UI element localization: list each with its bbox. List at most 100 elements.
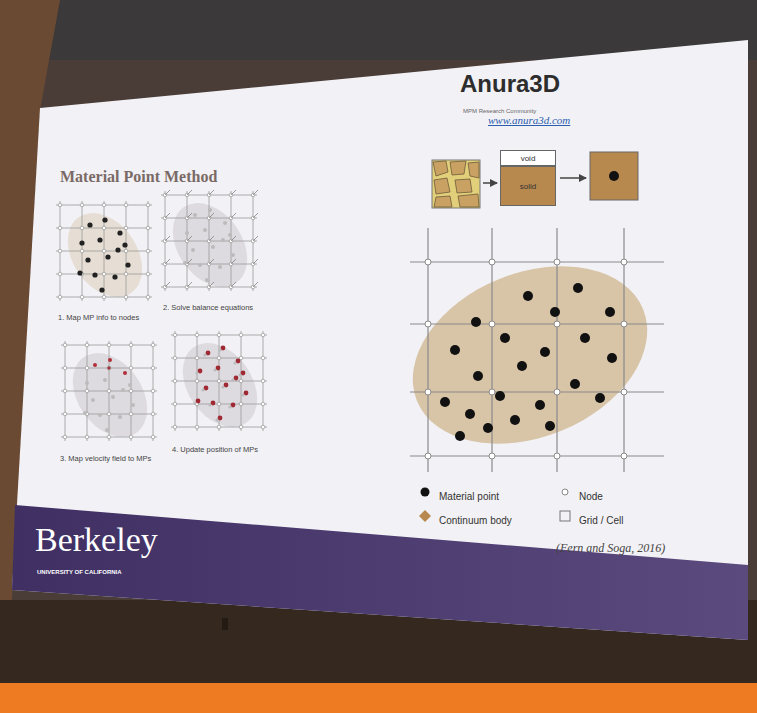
grid-node: [124, 272, 128, 276]
material-point: [545, 421, 555, 431]
node-vector: [231, 213, 236, 218]
grid-node: [151, 435, 155, 439]
material-point: [605, 307, 615, 317]
grid-node: [63, 366, 67, 370]
material-point: [465, 409, 475, 419]
grid-node: [80, 249, 84, 253]
material-point: [500, 333, 510, 343]
text-holder: Material Point Method: [60, 168, 217, 186]
node-symbol: [562, 489, 568, 495]
text-holder: Node: [579, 486, 603, 504]
material-point: [570, 379, 580, 389]
old-position: [231, 378, 234, 381]
material-point: [535, 400, 545, 410]
material-point: [573, 283, 583, 293]
material-point: [211, 245, 215, 249]
material-point: [185, 231, 189, 235]
grid-node: [554, 389, 560, 395]
grid-node: [146, 226, 150, 230]
material-point: [108, 358, 112, 362]
old-position: [215, 418, 218, 421]
grid-node: [58, 203, 62, 207]
material-point: [510, 415, 520, 425]
legend-symbol: [558, 485, 572, 499]
material-point: [221, 238, 225, 242]
legend-text: Continuum body: [439, 515, 512, 526]
grid-node: [58, 226, 62, 230]
grid-node: [195, 333, 199, 337]
grid-node: [621, 259, 627, 265]
grid-node: [80, 203, 84, 207]
node-vector: [187, 282, 192, 287]
old-position: [195, 371, 198, 374]
node-vector: [187, 236, 192, 241]
material-point: [102, 217, 107, 222]
text-holder: UNIVERSITY OF CALIFORNIA: [37, 560, 122, 578]
grid-node: [554, 259, 560, 265]
grid-node: [146, 203, 150, 207]
grid-node: [425, 321, 431, 327]
material-point: [87, 222, 92, 227]
grid-node: [63, 412, 67, 416]
grid-node: [107, 389, 111, 393]
old-position: [201, 388, 204, 391]
citation: (Fern and Soga, 2016): [556, 541, 665, 555]
old-position: [213, 368, 216, 371]
step-caption: 2. Solve balance equations: [163, 303, 253, 312]
material-point: [228, 233, 232, 237]
continuum-body: [157, 189, 262, 301]
step-caption: 1. Map MP info to nodes: [58, 313, 139, 322]
grid-node: [425, 259, 431, 265]
grain-square: [432, 160, 480, 208]
material-point: [523, 291, 533, 301]
grid-node: [217, 356, 221, 360]
material-point: [97, 237, 102, 242]
node-vector: [253, 282, 258, 287]
grid-node: [102, 249, 106, 253]
node-vector: [209, 190, 214, 195]
node-vector: [209, 236, 214, 241]
grid-node: [261, 356, 265, 360]
node-vector: [253, 213, 258, 218]
old-position: [233, 361, 236, 364]
text-holder: Anura3D: [460, 70, 560, 98]
material-point: [471, 317, 481, 327]
grid-node: [129, 343, 133, 347]
grid-node: [151, 366, 155, 370]
grid-node: [146, 249, 150, 253]
grid-node: [107, 366, 111, 370]
step-arrow: [483, 182, 497, 184]
material-point: [231, 253, 235, 257]
grid-node: [151, 343, 155, 347]
material-point: [83, 411, 87, 415]
grid-node: [195, 379, 199, 383]
grid-node: [195, 356, 199, 360]
continuum-body: [386, 233, 674, 476]
node-vector: [187, 259, 192, 264]
node-vector: [165, 259, 170, 264]
step-caption: 3. Map velocity field to MPs: [60, 454, 151, 463]
grid-node: [124, 249, 128, 253]
grid-node: [239, 425, 243, 429]
node-vector: [165, 190, 170, 195]
grid-node: [63, 389, 67, 393]
cell-symbol: [560, 511, 570, 521]
material-point: [77, 270, 82, 275]
grid-node: [489, 259, 495, 265]
grid-node: [173, 379, 177, 383]
node-vector: [187, 213, 192, 218]
node-vector: [187, 190, 192, 195]
grid-node: [124, 226, 128, 230]
grid-node: [261, 333, 265, 337]
grid-node: [554, 453, 560, 459]
grid-node: [425, 389, 431, 395]
step-caption: 4. Update position of MPs: [172, 445, 258, 454]
material-point: [103, 378, 107, 382]
text-holder: Berkeley: [35, 521, 158, 559]
text-holder: 1. Map MP info to nodes: [58, 306, 139, 324]
material-point: [128, 383, 132, 387]
step-arrow: [560, 177, 586, 179]
text-holder: Material point: [439, 486, 499, 504]
grid-node: [80, 295, 84, 299]
material-point: [118, 415, 122, 419]
